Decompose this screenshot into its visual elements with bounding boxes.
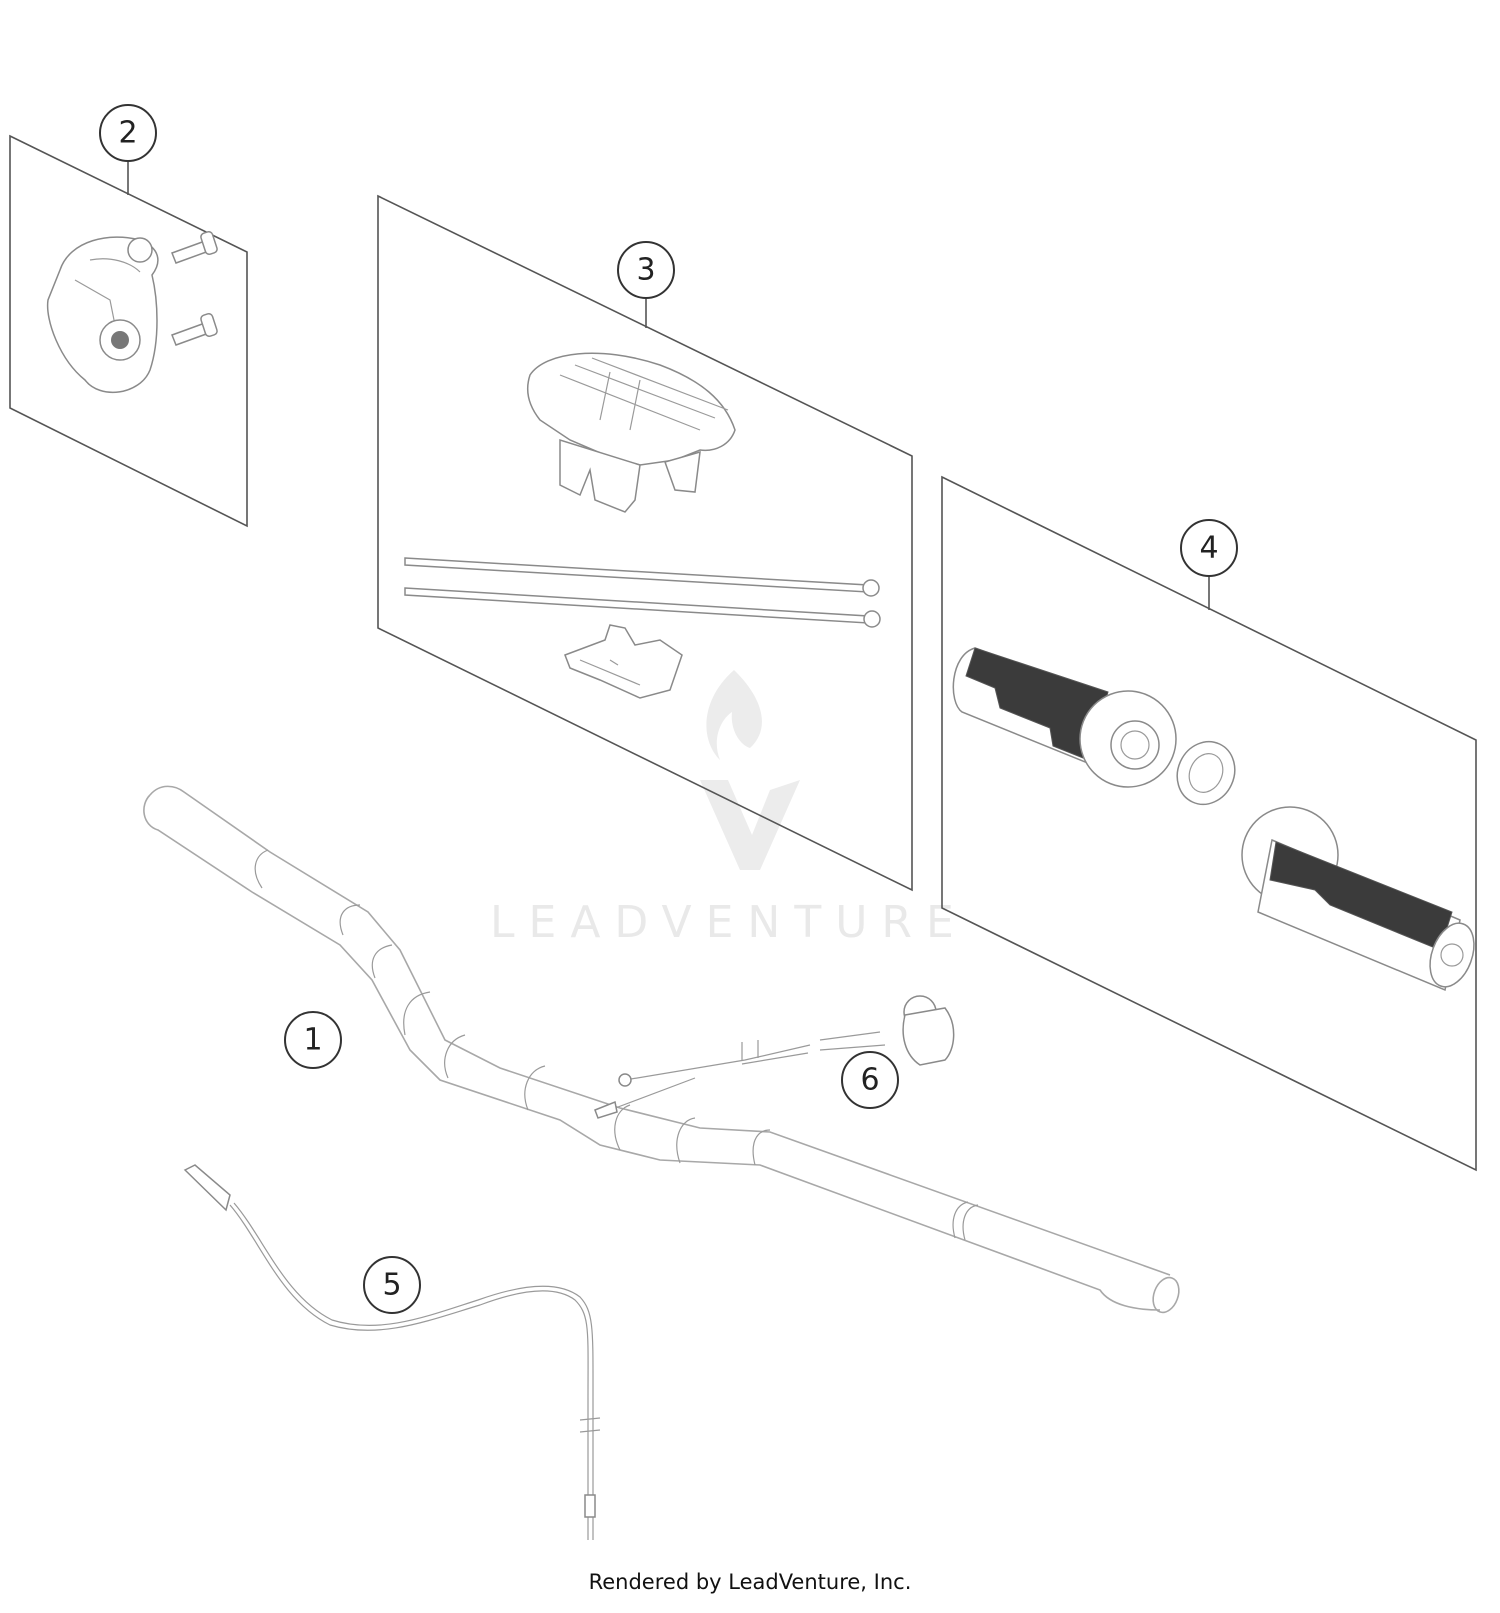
panel-4-grip-set (941, 475, 1477, 1172)
watermark-text: LEADVENTURE (490, 897, 968, 948)
kill-switch-part (594, 995, 955, 1119)
clamp-cover-part (527, 352, 736, 513)
throttle-housing-part (46, 236, 159, 394)
right-grip-part (1241, 806, 1475, 992)
callout-6[interactable]: 6 (860, 1063, 879, 1098)
panel-3-clamp-cover-kit (377, 194, 913, 892)
watermark: LEADVENTURE (490, 670, 968, 948)
bracket-part (564, 624, 683, 699)
callout-4[interactable]: 4 (1199, 531, 1218, 566)
bolt-icon (171, 230, 218, 346)
cable-tie-icon (404, 557, 881, 628)
callout-3[interactable]: 3 (636, 253, 655, 288)
rendered-by-footer: Rendered by LeadVenture, Inc. (588, 1570, 912, 1594)
panel-2-throttle-housing (9, 104, 248, 528)
callout-5[interactable]: 5 (382, 1268, 401, 1303)
flame-v-logo-icon (700, 670, 800, 870)
left-grip-part (952, 647, 1177, 788)
callout-2[interactable]: 2 (118, 116, 137, 151)
throttle-cable-part (183, 1164, 601, 1540)
throttle-cam-part (1176, 740, 1236, 806)
callout-1[interactable]: 1 (303, 1023, 322, 1058)
handlebar-part (143, 785, 1180, 1314)
